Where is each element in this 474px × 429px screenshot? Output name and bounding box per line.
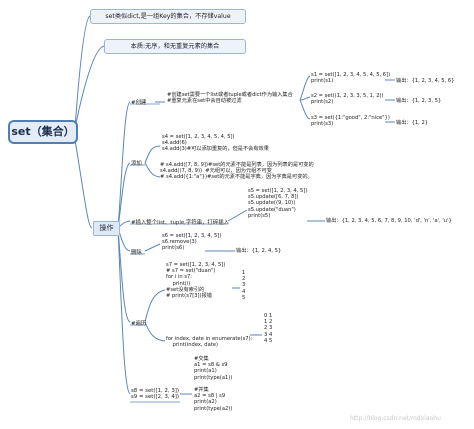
set-ops-code: #交集 a1 = s8 & s9 print(a1) print(type(a1…	[194, 356, 233, 412]
watermark: http://blog.csdn.net/mdxiaohu	[350, 415, 441, 422]
label-remove: 删除	[131, 250, 142, 256]
label-update: #插入整个list、tuple,字符串，打碎插入	[131, 220, 229, 226]
create-s3-code: s3 = set({1:"good", 2:"nice"}) print(s3)	[311, 115, 390, 128]
label-set-ops: s8 = set([1, 2, 3]) s9 = set([2, 3, 4])	[131, 388, 179, 401]
root-node[interactable]: set（集合）	[8, 120, 78, 144]
create-description: #创建set需要一个list或者tuple或者dict作为输入集合 #重复元素在…	[167, 92, 293, 105]
connector-root-ops	[74, 139, 93, 229]
traverse-code-enumerate: for index, date in enumerate(s7): print(…	[166, 336, 253, 349]
traverse-output-enumerate: 0 1 1 2 2 3 3 4 4 5	[264, 313, 273, 344]
connector-root-n1	[74, 15, 91, 129]
label-traverse: #遍历	[131, 321, 147, 327]
remove-output: 输出：{1, 2, 4, 5}	[236, 248, 282, 254]
connector-ops-create	[117, 101, 131, 229]
label-add: 添加	[131, 161, 142, 167]
add-code-valid: s4 = set([1, 2, 3, 4, 5, 4, 5]) s4.add(6…	[162, 134, 269, 153]
connector-ops-intersect	[117, 227, 131, 395]
update-code: s5 = set([1, 2, 3, 4, 5]) s5.update([6, …	[248, 188, 308, 219]
label-create: #创建	[131, 100, 147, 106]
node-operations[interactable]: 操作	[93, 221, 120, 236]
create-s3-output: 输出：{1, 2}	[396, 120, 429, 126]
remove-code: s6 = set([1, 2, 3, 4, 5]) s6.remove(3) p…	[162, 233, 222, 252]
node-essence[interactable]: 本质:无序，和无重复元素的集合	[104, 39, 246, 54]
create-s1-output: 输出：{1, 2, 3, 4, 5, 6}	[396, 78, 455, 84]
traverse-output-for: 1 2 3 4 5	[242, 270, 246, 301]
connector-ops-add	[117, 162, 131, 229]
update-output: 输出：{1, 2, 3, 4, 5, 6, 7, 8, 9, 10, 'd', …	[326, 218, 452, 224]
node-definition[interactable]: set类似dict,是一组Key的集合，不存储value	[90, 9, 246, 24]
add-code-mutability: # s4.add([7, 8, 9])#set的元素不能是列表，因为列表的是可变…	[160, 162, 314, 181]
create-s1-code: s1 = set([1, 2, 3, 4, 5, 4, 5, 6]) print…	[311, 72, 391, 85]
connector-root-n2	[74, 45, 105, 129]
traverse-code-for: s7 = set([1, 2, 3, 4, 5]) # s7 = set("du…	[166, 262, 226, 300]
create-s2-code: s2 = set((1, 2, 3, 3, 5, 1, 2)) print(s2…	[311, 93, 384, 106]
create-s2-output: 输出：{1, 2, 3, 5}	[396, 98, 442, 104]
